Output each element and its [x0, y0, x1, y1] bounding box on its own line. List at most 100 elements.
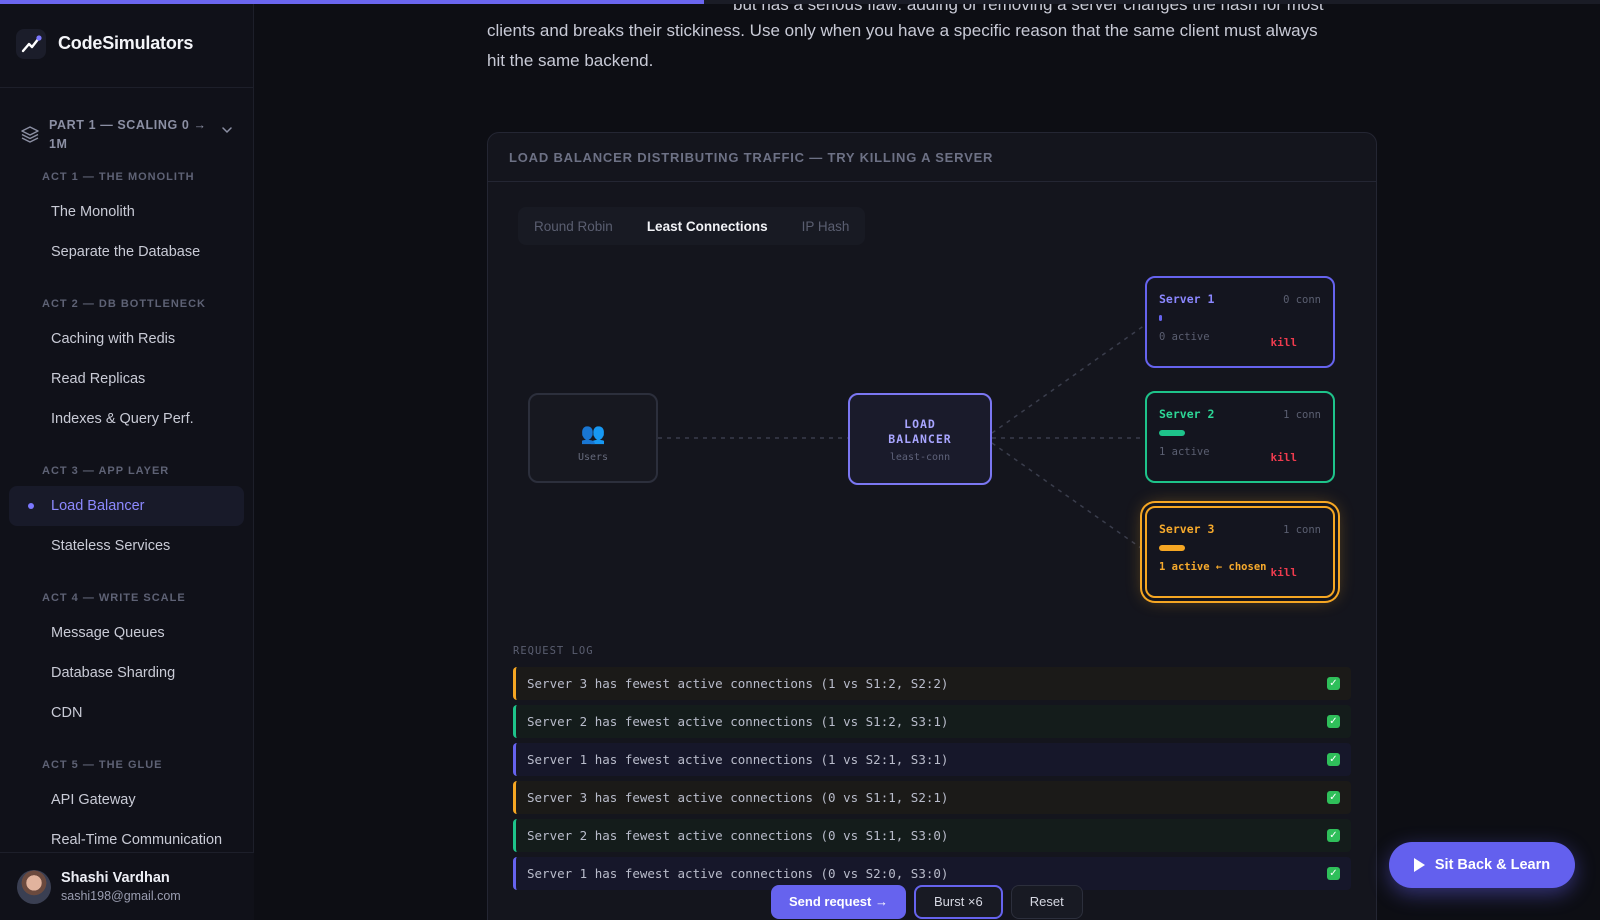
- log-row: Server 1 has fewest active connections (…: [513, 743, 1351, 776]
- lesson-text: but has a serious flaw: adding or removi…: [487, 0, 1357, 76]
- log-text: Server 3 has fewest active connections (…: [527, 676, 949, 691]
- layers-icon: [21, 126, 39, 143]
- log-row: Server 2 has fewest active connections (…: [513, 819, 1351, 852]
- server-active-count: 1 active ← chosen: [1159, 561, 1267, 573]
- traffic-diagram: 👥 Users LOAD BALANCER least-conn: [488, 263, 1378, 633]
- nav-item-label: Load Balancer: [51, 498, 145, 514]
- sit-back-learn-button[interactable]: Sit Back & Learn: [1389, 842, 1575, 888]
- users-label: Users: [577, 452, 609, 463]
- nav-item-real-time-communication[interactable]: Real-Time Communication: [51, 832, 223, 848]
- lb-title: LOAD BALANCER: [850, 417, 990, 447]
- avatar: [17, 869, 51, 904]
- reading-progress-bar: [0, 0, 1600, 4]
- request-log-label: REQUEST LOG: [513, 645, 594, 657]
- log-text: Server 1 has fewest active connections (…: [527, 752, 949, 767]
- request-log: Server 3 has fewest active connections (…: [513, 667, 1351, 895]
- kill-server-button[interactable]: kill: [1270, 336, 1298, 349]
- check-icon: ✓: [1327, 677, 1340, 690]
- log-text: Server 2 has fewest active connections (…: [527, 828, 949, 843]
- user-profile[interactable]: Shashi Vardhan sashi198@gmail.com: [0, 852, 254, 920]
- connection-lines: [658, 324, 1146, 549]
- users-icon: 👥: [580, 423, 606, 445]
- sidebar: CodeSimulators PART 1 — SCALING 0 → 1M A…: [0, 0, 254, 920]
- server-node-1: Server 1 0 conn 0 active kill: [1145, 276, 1335, 368]
- act-label: ACT 3 — APP LAYER: [42, 465, 170, 477]
- nav-item-database-sharding[interactable]: Database Sharding: [51, 665, 176, 681]
- nav-item-read-replicas[interactable]: Read Replicas: [51, 371, 146, 387]
- reset-button[interactable]: Reset: [1010, 885, 1083, 919]
- brand[interactable]: CodeSimulators: [0, 0, 253, 88]
- lb-to-server1-line: [991, 324, 1146, 434]
- burst-button[interactable]: Burst ×6: [913, 885, 1003, 919]
- server-load-bar: [1159, 315, 1162, 321]
- part-selector[interactable]: PART 1 — SCALING 0 → 1M: [0, 88, 253, 154]
- server-active-count: 1 active: [1159, 446, 1210, 458]
- logo-icon: [16, 28, 46, 59]
- users-node: 👥 Users: [528, 393, 658, 483]
- act-group: ACT 1 — THE MONOLITH The Monolith Separa…: [0, 168, 253, 272]
- server-active-count: 0 active: [1159, 331, 1210, 343]
- sit-back-label: Sit Back & Learn: [1434, 857, 1551, 873]
- send-request-button[interactable]: Send request →: [771, 885, 906, 919]
- panel-title: LOAD BALANCER DISTRIBUTING TRAFFIC — TRY…: [488, 133, 1376, 182]
- tab-ip-hash[interactable]: IP Hash: [801, 218, 850, 234]
- server-load-bar: [1159, 430, 1185, 436]
- part-title: PART 1 — SCALING 0 → 1M: [49, 118, 207, 151]
- check-icon: ✓: [1327, 791, 1340, 804]
- nav-item-indexes-query-perf[interactable]: Indexes & Query Perf.: [51, 411, 194, 427]
- act-group: ACT 5 — THE GLUE API Gateway Real-Time C…: [0, 756, 253, 860]
- act-label: ACT 1 — THE MONOLITH: [42, 171, 195, 183]
- log-text: Server 3 has fewest active connections (…: [527, 790, 949, 805]
- check-icon: ✓: [1327, 753, 1340, 766]
- chevron-down-icon: [222, 127, 232, 134]
- play-icon: [1413, 858, 1425, 872]
- act-label: ACT 4 — WRITE SCALE: [42, 592, 186, 604]
- lb-title-line: BALANCER: [888, 432, 952, 446]
- active-indicator-dot: [28, 503, 34, 509]
- nav-item-message-queues[interactable]: Message Queues: [51, 625, 165, 641]
- nav-item-cdn[interactable]: CDN: [51, 705, 83, 721]
- server-conn-count: 1 conn: [1283, 524, 1321, 536]
- act-group: ACT 4 — WRITE SCALE Message Queues Datab…: [0, 589, 253, 733]
- lb-to-server3-line: [991, 442, 1142, 549]
- user-email: sashi198@gmail.com: [61, 889, 181, 903]
- act-group: ACT 3 — APP LAYER Load Balancer Stateles…: [0, 462, 253, 566]
- server-node-3: Server 3 1 conn 1 active ← chosen kill: [1145, 506, 1335, 598]
- algorithm-tabs: Round Robin Least Connections IP Hash: [518, 207, 866, 245]
- log-text: Server 1 has fewest active connections (…: [527, 866, 949, 881]
- check-icon: ✓: [1327, 715, 1340, 728]
- user-name: Shashi Vardhan: [61, 870, 170, 886]
- kill-server-button[interactable]: kill: [1270, 566, 1298, 579]
- nav-item-api-gateway[interactable]: API Gateway: [51, 792, 136, 808]
- nav-item-the-monolith[interactable]: The Monolith: [51, 204, 135, 220]
- lb-title-line: LOAD: [904, 417, 936, 431]
- nav-item-separate-the-database[interactable]: Separate the Database: [51, 244, 201, 260]
- log-row: Server 3 has fewest active connections (…: [513, 781, 1351, 814]
- server-load-bar: [1159, 545, 1185, 551]
- reading-progress-fill: [0, 0, 704, 4]
- act-group: ACT 2 — DB BOTTLENECK Caching with Redis…: [0, 295, 253, 439]
- nav-item-stateless-services[interactable]: Stateless Services: [51, 538, 171, 554]
- tab-least-connections[interactable]: Least Connections: [646, 218, 768, 234]
- log-row: Server 2 has fewest active connections (…: [513, 705, 1351, 738]
- kill-server-button[interactable]: kill: [1270, 451, 1298, 464]
- brand-name: CodeSimulators: [58, 33, 194, 53]
- load-balancer-node: LOAD BALANCER least-conn: [848, 393, 992, 485]
- server-name: Server 2: [1159, 407, 1215, 421]
- log-row: Server 1 has fewest active connections (…: [513, 857, 1351, 890]
- tab-round-robin[interactable]: Round Robin: [534, 218, 613, 234]
- server-name: Server 3: [1159, 522, 1215, 536]
- lesson-text-line: clients and breaks their stickiness. Use…: [487, 21, 1318, 40]
- server-conn-count: 0 conn: [1283, 294, 1321, 306]
- check-icon: ✓: [1327, 829, 1340, 842]
- nav-item-caching-with-redis[interactable]: Caching with Redis: [51, 331, 176, 347]
- chapter-nav: ACT 1 — THE MONOLITH The Monolith Separa…: [0, 168, 253, 860]
- nav-item-load-balancer[interactable]: Load Balancer: [9, 486, 244, 526]
- simulator-actions: Send request → Burst ×6 Reset: [771, 885, 1091, 919]
- log-text: Server 2 has fewest active connections (…: [527, 714, 949, 729]
- server-name: Server 1: [1159, 292, 1215, 306]
- lesson-text-line: hit the same backend.: [487, 51, 654, 70]
- lb-algorithm: least-conn: [889, 452, 951, 463]
- act-label: ACT 2 — DB BOTTLENECK: [42, 298, 206, 310]
- server-node-2: Server 2 1 conn 1 active kill: [1145, 391, 1335, 483]
